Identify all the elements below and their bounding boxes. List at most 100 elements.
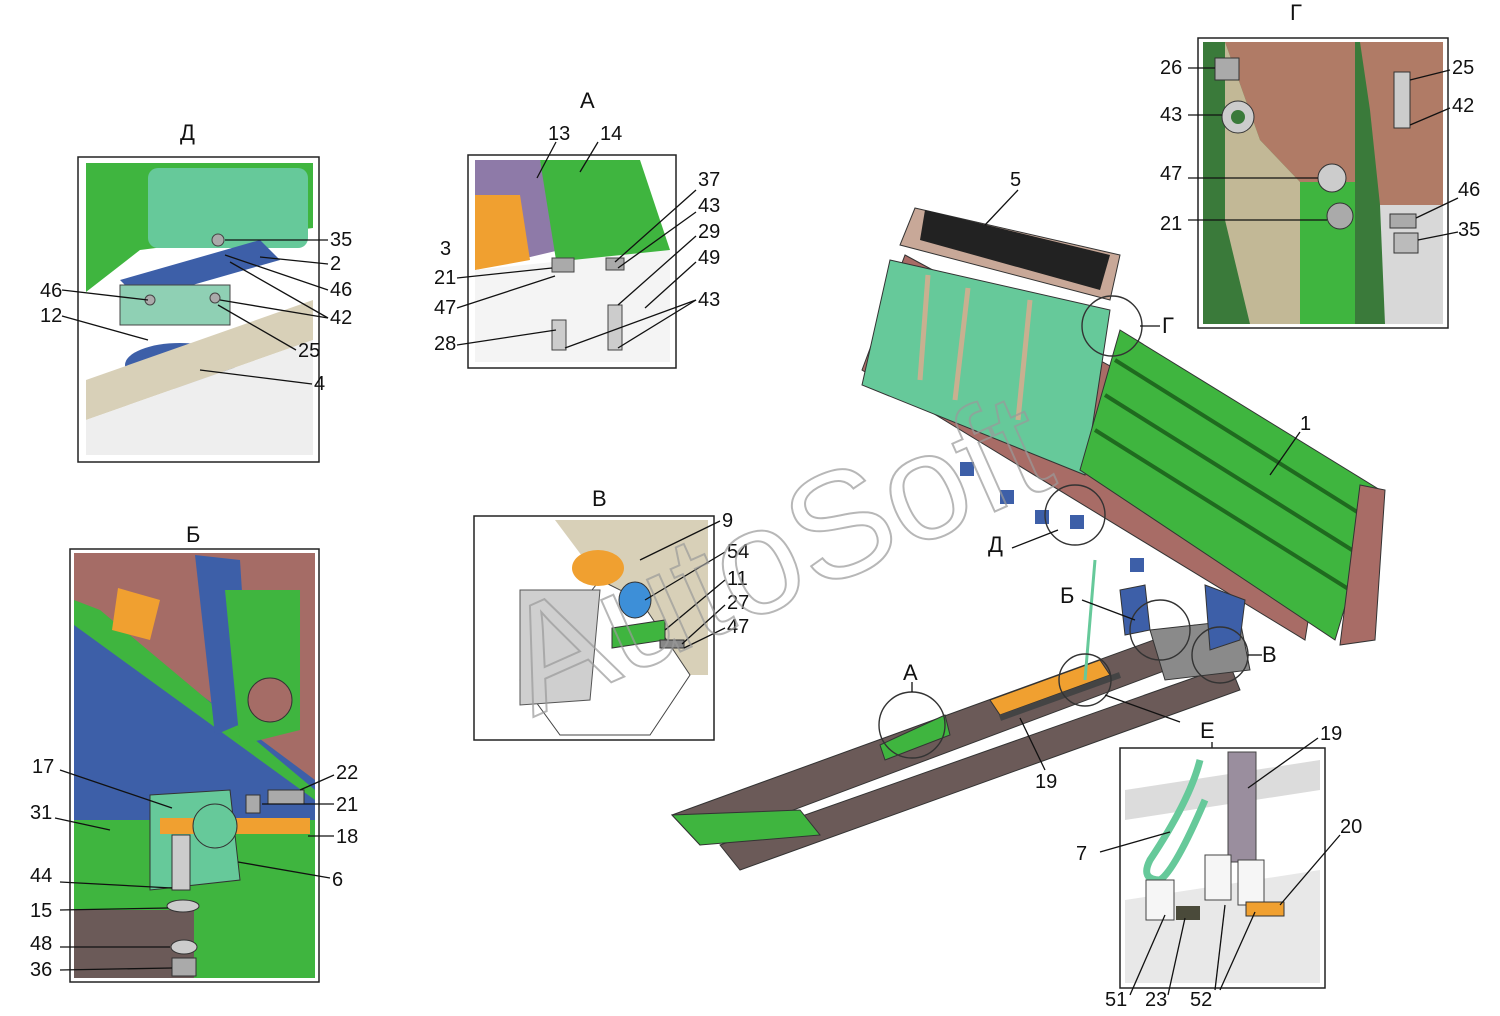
view-b-green-strip xyxy=(74,600,315,800)
label-b-18: 18 xyxy=(336,826,358,848)
label-a-13: 13 xyxy=(548,123,570,145)
leader-b-22 xyxy=(299,774,335,791)
view-b-orange-block xyxy=(112,588,160,640)
leader-d-12 xyxy=(61,315,149,341)
label-b-15: 15 xyxy=(30,900,52,922)
label-g-25: 25 xyxy=(1452,57,1474,79)
label-b-48: 48 xyxy=(30,933,52,955)
label-e-23: 23 xyxy=(1145,989,1167,1011)
view-d-nut-35 xyxy=(211,233,225,247)
label-d-46l: 46 xyxy=(40,280,62,302)
view-e-clip-52 xyxy=(1204,854,1232,901)
label-d-4: 4 xyxy=(314,373,325,395)
label-e-20: 20 xyxy=(1340,816,1362,838)
view-g-nut-21 xyxy=(1326,202,1354,230)
label-e-51: 51 xyxy=(1105,989,1127,1011)
view-e-clip-52b xyxy=(1237,859,1265,906)
leader-callout-d xyxy=(1011,529,1059,549)
main-assembly: 5 1 19 Г Д Б В А xyxy=(670,169,1386,871)
label-a-3: 3 xyxy=(440,238,451,260)
leader-a-49 xyxy=(644,261,697,309)
view-d-title: Д xyxy=(180,120,195,145)
body-front-rib-2 xyxy=(952,287,971,401)
hydraulic-hose xyxy=(1083,559,1097,681)
view-g-nut-46 xyxy=(1389,213,1417,229)
view-b-nut-21 xyxy=(245,794,261,814)
view-e-hose-7 xyxy=(1143,759,1209,884)
body-mount-1 xyxy=(960,462,974,476)
leader-a-21 xyxy=(456,267,553,279)
label-a-29: 29 xyxy=(698,221,720,243)
body-center-bracket xyxy=(1119,584,1151,636)
view-d-pad xyxy=(119,284,231,326)
callout-g: Г xyxy=(1162,313,1174,338)
chassis-rail-right xyxy=(719,664,1241,871)
label-v-9: 9 xyxy=(722,510,733,532)
leader-v-27 xyxy=(681,604,726,645)
view-b-washer-15 xyxy=(166,899,200,913)
leader-d-42b xyxy=(219,299,329,319)
label-b-36: 36 xyxy=(30,959,52,981)
leader-a-29 xyxy=(617,235,697,306)
label-d-35: 35 xyxy=(330,229,352,251)
view-a-orange-block xyxy=(475,195,530,270)
label-main-5: 5 xyxy=(1010,169,1021,191)
leader-g-25 xyxy=(1409,69,1451,81)
leader-d-4 xyxy=(199,369,313,385)
label-b-17: 17 xyxy=(32,756,54,778)
leader-v-11 xyxy=(664,579,726,631)
label-v-11: 11 xyxy=(727,568,748,590)
view-e-clip-51 xyxy=(1145,879,1175,921)
view-b-bolt-44 xyxy=(171,834,191,891)
chassis-rear-crossmember xyxy=(670,809,821,846)
callout-d: Д xyxy=(988,532,1003,557)
view-d-bolt-25 xyxy=(209,292,221,304)
leader-a-28 xyxy=(456,329,557,346)
label-a-21: 21 xyxy=(434,267,456,289)
view-g-washer-43-hole xyxy=(1231,110,1245,124)
label-a-37: 37 xyxy=(698,169,720,191)
leader-b-31 xyxy=(54,817,111,831)
label-a-43b: 43 xyxy=(698,289,720,311)
view-g-nut-35 xyxy=(1393,232,1419,254)
body-front-hinge xyxy=(1204,584,1246,651)
view-b-bolt-22 xyxy=(267,789,305,805)
leader-v-47 xyxy=(683,627,726,649)
body-floor-rib-3 xyxy=(1093,428,1352,592)
view-g-green-plate xyxy=(1300,182,1355,324)
leader-a-13 xyxy=(536,141,557,179)
leader-d-25 xyxy=(217,304,297,351)
callout-circle-d xyxy=(1044,484,1106,546)
label-e-52: 52 xyxy=(1190,989,1212,1011)
lift-cylinder-19 xyxy=(998,672,1122,721)
leader-d-2 xyxy=(259,256,329,265)
body-mount-5 xyxy=(1130,558,1144,572)
body-rear-post xyxy=(1339,484,1386,646)
leader-e-7 xyxy=(1099,831,1171,853)
view-b-nut-36 xyxy=(171,957,197,977)
body-front-rib-3 xyxy=(1015,299,1033,421)
view-e-cylinder-19 xyxy=(1227,751,1257,863)
leader-a-43ba xyxy=(564,299,697,349)
view-v-title: В xyxy=(592,486,607,511)
callout-b: Б xyxy=(1060,583,1074,608)
callout-a: А xyxy=(903,660,918,685)
view-b-hinge-eye xyxy=(247,677,293,723)
watermark: AutoSoft xyxy=(478,359,1072,747)
view-d-frame-rail xyxy=(86,300,313,420)
leader-e-52b xyxy=(1219,911,1256,991)
view-d-bracket xyxy=(148,168,308,248)
leader-d-46r xyxy=(224,254,329,291)
leader-b-44 xyxy=(59,881,173,889)
leader-a-43bb xyxy=(617,299,697,349)
leader-d-46l xyxy=(61,289,149,301)
body-front-board-5 xyxy=(920,210,1110,290)
leader-e-19 xyxy=(1247,737,1319,789)
view-a-bolt-28 xyxy=(551,319,567,351)
body-front-rib-1 xyxy=(917,274,931,381)
leader-b-6 xyxy=(237,861,331,879)
label-e-19: 19 xyxy=(1320,723,1342,745)
callout-circle-e xyxy=(1058,653,1112,707)
leader-g-35 xyxy=(1417,231,1459,241)
